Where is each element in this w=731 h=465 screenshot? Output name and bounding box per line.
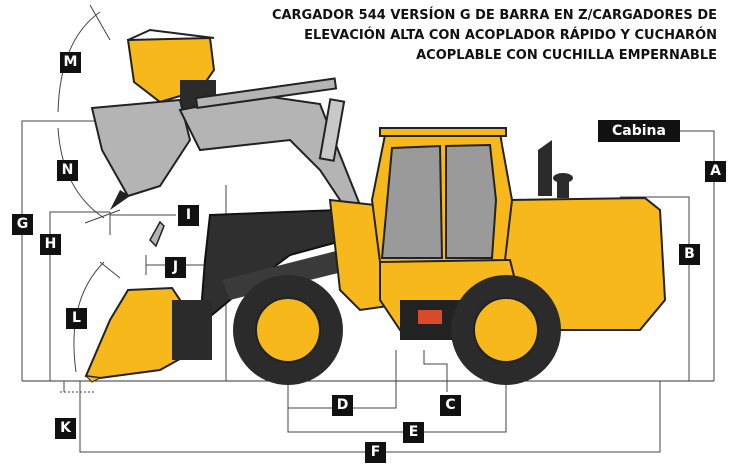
label-f: F <box>365 442 386 463</box>
label-d: D <box>332 395 353 416</box>
label-h: H <box>40 234 61 255</box>
label-a: A <box>705 161 726 182</box>
title-line-1: CARGADOR 544 VERSÍON G DE BARRA EN Z/CAR… <box>271 8 717 23</box>
label-l: L <box>66 308 87 329</box>
exhaust-stack <box>538 140 573 198</box>
dump-bucket <box>90 98 192 210</box>
label-g: G <box>12 214 33 235</box>
front-wheel <box>233 275 343 385</box>
raised-bucket <box>126 28 216 110</box>
label-e: E <box>403 422 424 443</box>
label-k: K <box>55 418 76 439</box>
title-line-3: ACOPLABLE CON CUCHILLA EMPERNABLE <box>416 48 717 63</box>
label-i: I <box>178 205 199 226</box>
raised-lift-arm <box>178 77 362 217</box>
title-line-2: ELEVACIÓN ALTA CON ACOPLADOR RÁPIDO Y CU… <box>304 28 717 43</box>
label-m: M <box>60 52 81 73</box>
tooth-icon <box>149 220 165 248</box>
label-j: J <box>165 257 186 278</box>
rear-wheel <box>451 275 561 385</box>
lowered-bucket <box>84 286 212 383</box>
page-title: CARGADOR 544 VERSÍON G DE BARRA EN Z/CAR… <box>247 6 717 66</box>
label-b: B <box>679 244 700 265</box>
cab-label: Cabina <box>598 120 680 142</box>
label-n: N <box>57 160 78 181</box>
label-c: C <box>440 395 461 416</box>
cab <box>370 127 514 264</box>
